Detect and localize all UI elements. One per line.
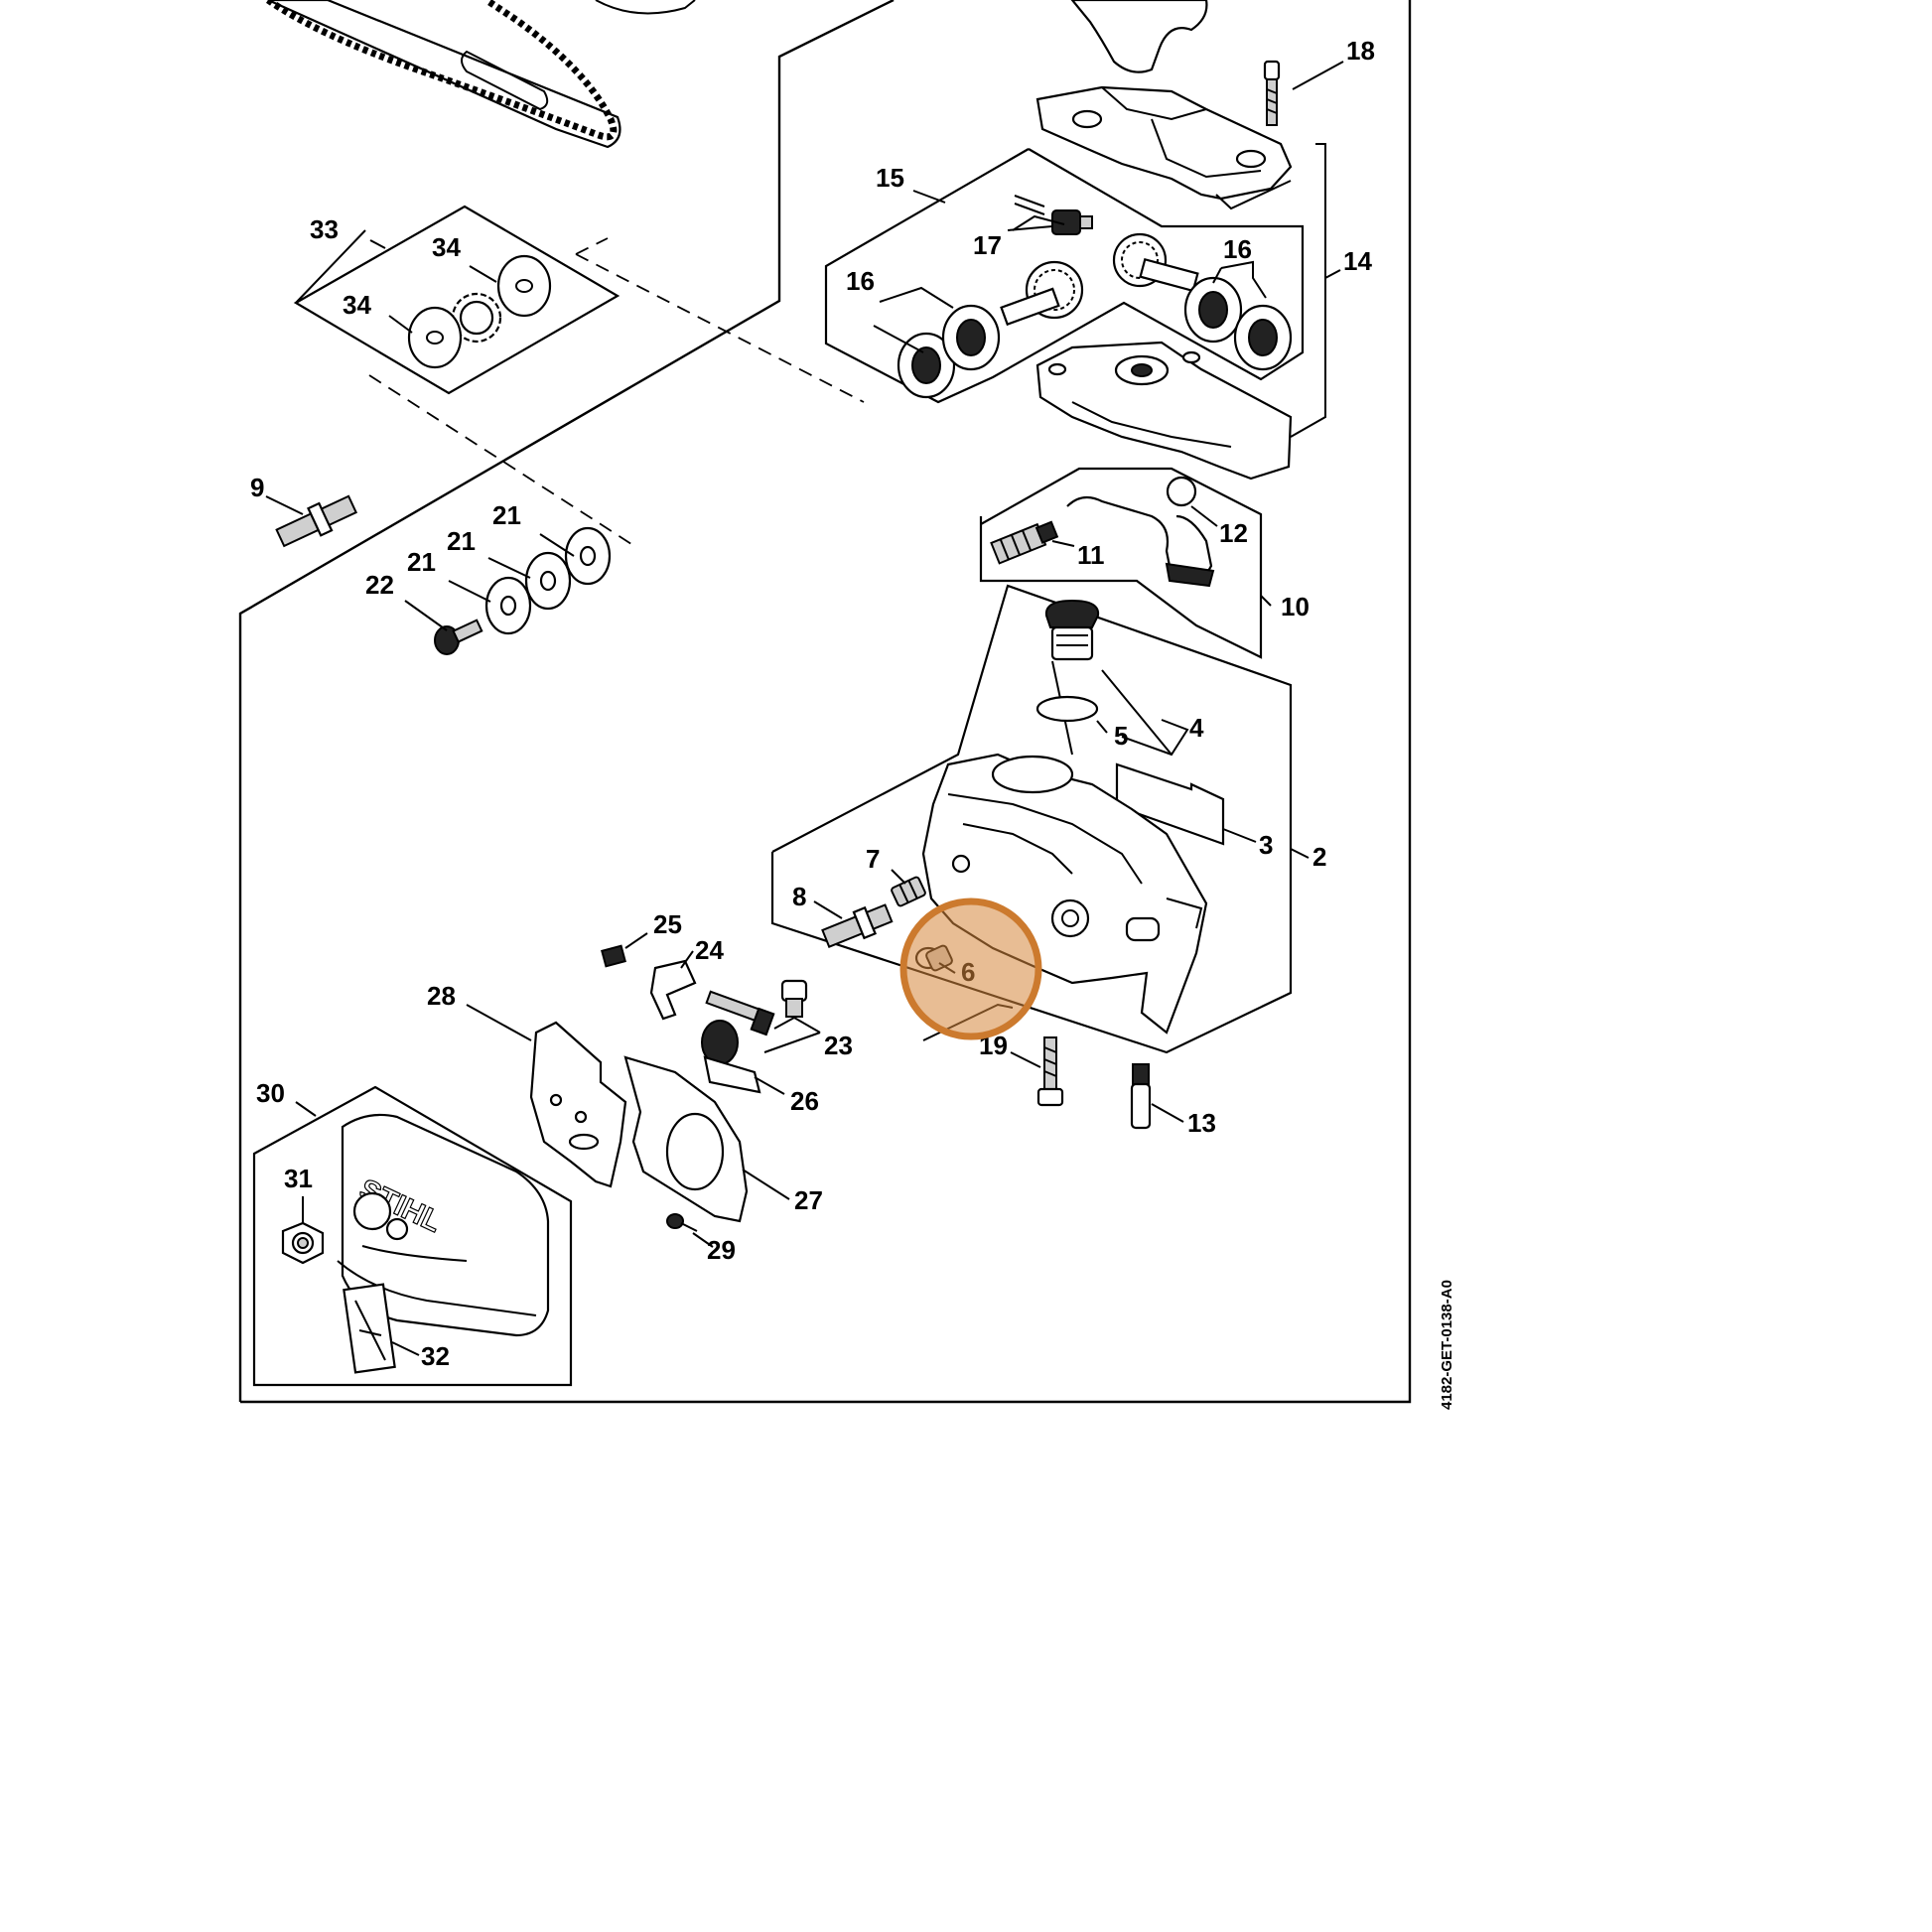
alignment-line-2 [368,374,632,545]
part-13-pin [1130,1063,1152,1130]
callout-labels: 18 15 17 16 16 14 33 34 34 9 21 21 21 22… [250,36,1375,1371]
bearing-pair-left [897,304,1001,399]
part-4-oil-cap [1044,599,1100,756]
part-24-bracket [649,959,697,1021]
callout-34-left: 34 [343,290,371,320]
alignment-line-1 [575,253,865,403]
part-31-nut [281,1221,325,1265]
callout-29: 29 [707,1235,736,1265]
callout-5: 5 [1114,721,1128,751]
part-21-washers [484,526,612,635]
part-18-screw [1263,60,1281,126]
callout-14: 14 [1343,246,1372,276]
callout-16-right: 16 [1223,234,1252,264]
part-14-gear-housing-top [1035,85,1293,210]
callout-15: 15 [876,163,904,193]
callout-17: 17 [973,230,1002,260]
callout-21-top: 21 [492,500,521,530]
callout-27: 27 [794,1185,823,1215]
part-27-guide-plate [623,1055,749,1223]
callout-30: 30 [256,1078,285,1108]
callout-31: 31 [284,1164,313,1193]
panel-33-sprocket [293,205,621,395]
outer-frame [238,0,1412,1404]
callout-16-left: 16 [846,266,875,296]
part-25-clip [601,944,626,968]
panel-15-gear-set [824,148,1305,404]
drawing-code: 4182-GET-0138-A0 [1439,1280,1455,1410]
bearing-pair-right [1183,276,1293,371]
callout-18: 18 [1346,36,1375,66]
callout-24: 24 [695,935,724,965]
part-28-bar-plate [529,1021,627,1188]
part-8-stud [821,903,894,948]
callout-3: 3 [1259,830,1273,860]
callout-12: 12 [1219,518,1248,548]
part-6-highlight [899,897,1042,1040]
callout-9: 9 [250,473,264,502]
part-9-stud [275,494,358,548]
part-11-worm [990,520,1059,565]
callout-21-mid: 21 [447,526,476,556]
part-22-screw [434,619,483,655]
part-26-tensioner-slide [701,1020,761,1094]
guide-bar-and-chain [265,0,696,149]
callout-8: 8 [792,882,806,911]
callout-13: 13 [1187,1108,1216,1138]
callout-34-top: 34 [432,232,461,262]
part-29-screw [666,1213,698,1232]
callout-10: 10 [1281,592,1310,621]
upper-housing-part [1070,0,1208,73]
panel-2-sprocket-cover-housing [770,584,1293,1054]
callout-25: 25 [653,909,682,939]
callout-11: 11 [1077,540,1105,570]
part-19-screw [1036,1036,1064,1107]
panel-10-oil-pump [979,467,1263,659]
callout-4: 4 [1189,713,1204,743]
callout-21-low: 21 [407,547,436,577]
part-7-bushing [891,876,926,907]
callout-7: 7 [866,844,880,874]
callout-23: 23 [824,1031,853,1060]
callout-26: 26 [790,1086,819,1116]
main-housing [921,753,1208,1035]
callout-2: 2 [1312,842,1326,872]
gear-housing-bottom [1035,341,1293,481]
callout-33: 33 [310,214,339,244]
panel-30-sprocket-cover: STIHL [252,1085,573,1387]
leader-lines [265,61,1344,1356]
part-32-decal [343,1283,396,1374]
callout-28: 28 [427,981,456,1011]
callout-22: 22 [365,570,394,600]
part-5-o-ring [1035,695,1099,723]
part-14-bracket [1290,143,1326,438]
callout-32: 32 [421,1341,450,1371]
